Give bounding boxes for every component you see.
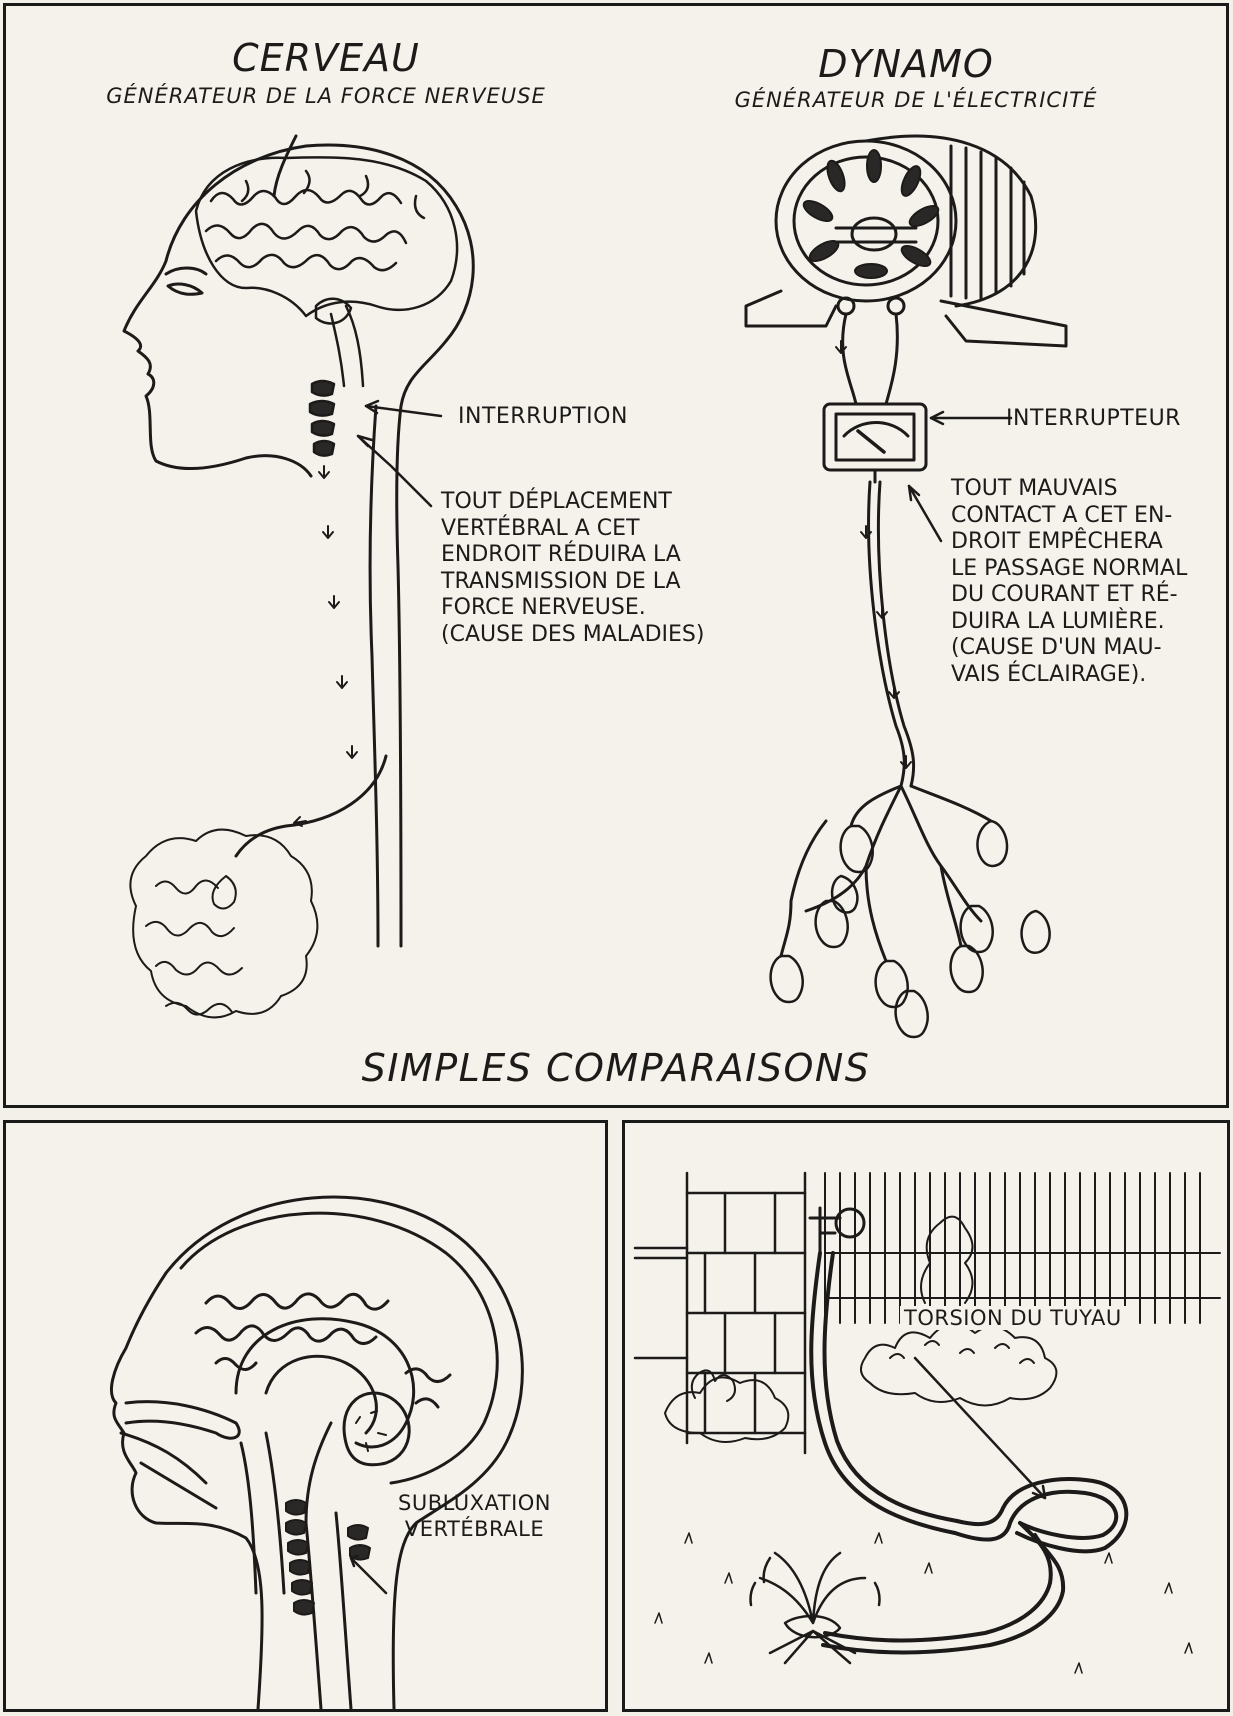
cerveau-note-line: VERTÉBRAL A CET <box>441 515 640 541</box>
picket-fence <box>824 1172 1221 1324</box>
cerveau-note-line: TRANSMISSION DE LA <box>441 568 681 594</box>
light-bulbs <box>769 819 1051 1039</box>
brick-wall <box>633 1171 807 1455</box>
dynamo-note-line: (CAUSE D'UN MAU- <box>951 635 1162 660</box>
cerveau-note-line: ENDROIT RÉDUIRA LA <box>441 542 681 567</box>
dynamo-note: TOUT MAUVAIS CONTACT A CET EN- DROIT EMP… <box>951 476 1216 688</box>
subluxation-label-line: SUBLUXATION <box>398 1491 552 1515</box>
cerveau-note: TOUT DÉPLACEMENT VERTÉBRAL A CET ENDROIT… <box>441 489 741 648</box>
dynamo-note-line: DUIRA LA LUMIÈRE. <box>951 608 1165 634</box>
dynamo-wires <box>835 312 899 406</box>
vertebrae-illustration <box>308 379 336 457</box>
top-comparison-panel: CERVEAU GÉNÉRATEUR DE LA FORCE NERVEUSE … <box>3 3 1229 1108</box>
nerve-line <box>234 754 388 858</box>
garden-hose-illustration <box>633 1171 1221 1674</box>
subluxation-label: SUBLUXATION VERTÉBRALE <box>398 1490 551 1542</box>
dynamo-note-line: DROIT EMPÊCHERA <box>951 529 1163 554</box>
spinal-cord-arrows <box>293 465 358 827</box>
dynamo-subtitle: GÉNÉRATEUR DE L'ÉLECTRICITÉ <box>734 88 1098 112</box>
left-leader-lines <box>356 399 443 508</box>
dynamo-note-line: TOUT MAUVAIS <box>951 476 1118 501</box>
sprinkler-illustration <box>749 1551 881 1665</box>
subluxation-label-line: VERTÉBRALE <box>404 1517 545 1541</box>
head-section-illustration <box>110 1195 524 1709</box>
torsion-label: TORSION DU TUYAU <box>900 1306 1126 1330</box>
grass-marks <box>654 1532 1193 1674</box>
dynamo-note-line: DU COURANT ET RÉ- <box>951 582 1178 607</box>
cerveau-note-line: (CAUSE DES MALADIES) <box>441 621 705 647</box>
bushes <box>664 1215 1058 1443</box>
head-profile-illustration <box>122 134 475 948</box>
dynamo-note-line: CONTACT A CET EN- <box>951 502 1173 528</box>
cerveau-subtitle: GÉNÉRATEUR DE LA FORCE NERVEUSE <box>106 84 546 108</box>
dynamo-title: DYNAMO <box>818 42 994 86</box>
cerveau-note-line: TOUT DÉPLACEMENT <box>441 489 672 514</box>
dynamo-note-line: LE PASSAGE NORMAL <box>951 555 1188 581</box>
cerveau-title: CERVEAU <box>232 36 420 80</box>
cable-tree-illustration <box>779 480 993 963</box>
brain-illustration <box>194 155 459 388</box>
top-illustration <box>122 134 1068 1039</box>
hose-illustration <box>809 1251 1129 1655</box>
simples-comparaisons-caption: SIMPLES COMPARAISONS <box>361 1046 871 1090</box>
cerveau-note-line: FORCE NERVEUSE. <box>441 595 646 620</box>
right-leader-lines <box>907 410 1013 543</box>
torsion-leader-line <box>913 1356 1047 1500</box>
interruption-label: INTERRUPTION <box>458 404 628 429</box>
bottom-right-hose-panel: TORSION DU TUYAU <box>622 1120 1230 1712</box>
organ-illustration <box>129 828 319 1019</box>
bottom-left-head-panel: SUBLUXATION VERTÉBRALE <box>3 1120 608 1712</box>
interrupteur-label: INTERRUPTEUR <box>1006 406 1181 431</box>
dynamo-note-line: VAIS ÉCLAIRAGE). <box>951 661 1147 687</box>
switch-meter-illustration <box>822 402 928 484</box>
dynamo-illustration <box>744 134 1068 348</box>
faucet-illustration <box>808 1206 866 1255</box>
